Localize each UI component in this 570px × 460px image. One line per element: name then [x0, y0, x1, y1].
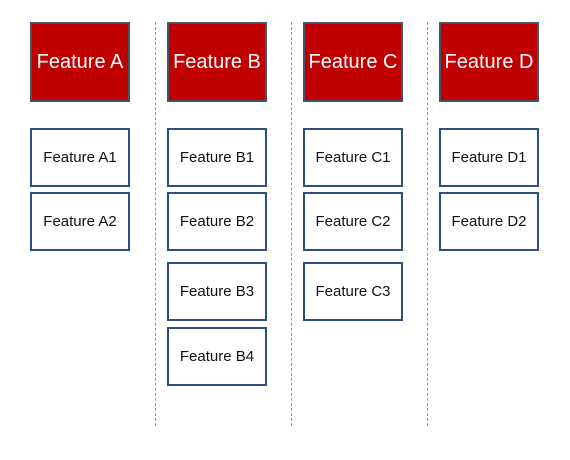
column-divider	[291, 22, 292, 426]
feature-header-a[interactable]: Feature A	[30, 22, 130, 102]
column-divider	[155, 22, 156, 426]
feature-card-c1[interactable]: Feature C1	[303, 128, 403, 187]
feature-card-a2[interactable]: Feature A2	[30, 192, 130, 251]
feature-card-c2[interactable]: Feature C2	[303, 192, 403, 251]
feature-card-d2[interactable]: Feature D2	[439, 192, 539, 251]
feature-card-b4[interactable]: Feature B4	[167, 327, 267, 386]
feature-card-c3[interactable]: Feature C3	[303, 262, 403, 321]
feature-header-d[interactable]: Feature D	[439, 22, 539, 102]
feature-card-d1[interactable]: Feature D1	[439, 128, 539, 187]
feature-card-b2[interactable]: Feature B2	[167, 192, 267, 251]
feature-header-b[interactable]: Feature B	[167, 22, 267, 102]
feature-card-a1[interactable]: Feature A1	[30, 128, 130, 187]
column-divider	[427, 22, 428, 426]
feature-header-c[interactable]: Feature C	[303, 22, 403, 102]
feature-card-b1[interactable]: Feature B1	[167, 128, 267, 187]
feature-card-b3[interactable]: Feature B3	[167, 262, 267, 321]
